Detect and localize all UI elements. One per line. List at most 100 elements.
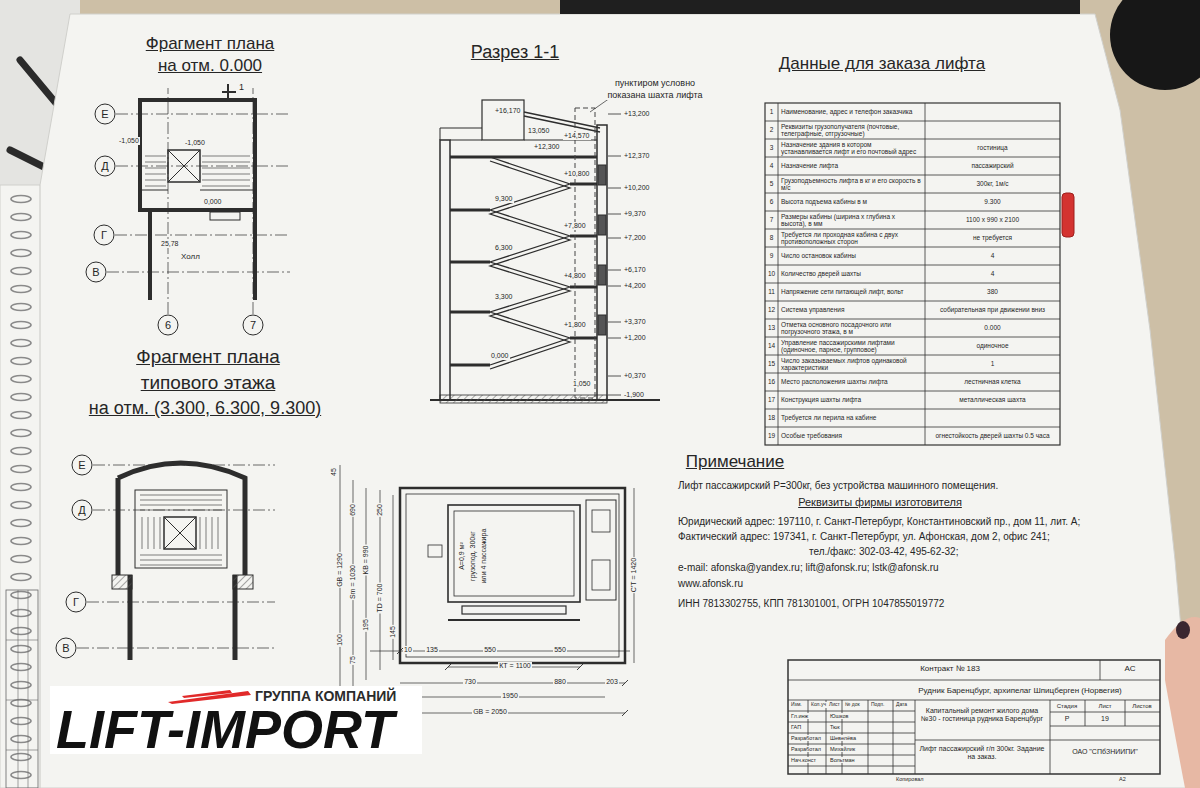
shaft-plan <box>592 510 610 532</box>
dimension-label: 690 <box>349 503 357 517</box>
axis-label: В <box>62 642 69 654</box>
elevation-mark: +7,800 <box>563 222 587 230</box>
order-table <box>765 103 1060 445</box>
plan-typical-floor <box>233 575 253 589</box>
dimension-label: 1950 <box>501 692 519 700</box>
axis-circle <box>158 315 178 335</box>
axis-circle <box>72 455 92 475</box>
logo-tagline: ГРУППА КОМПАНИЙ <box>255 688 422 704</box>
table-cell: 0.000 <box>927 320 1058 336</box>
title-block-text: Юшков <box>829 713 849 719</box>
note-text: пунктиром условно <box>614 78 696 88</box>
table-cell: 16 <box>766 374 777 390</box>
axis-circle <box>86 262 106 282</box>
section-drawing <box>575 108 595 398</box>
title-block-text: Шевелёва <box>829 735 857 741</box>
elevation-mark: +10,800 <box>563 170 591 178</box>
table-cell: 2 <box>766 122 777 138</box>
dimension-label: 45 <box>330 467 338 477</box>
table-cell: металлическая шахта <box>927 392 1058 408</box>
plan-ground-floor <box>150 210 255 300</box>
axis-label: Е <box>78 459 85 471</box>
axis-circle <box>56 638 76 658</box>
dimension-label: 250 <box>376 503 384 517</box>
table-cell: собирательная при движении вниз <box>927 302 1058 318</box>
elevation-mark: +12,370 <box>623 152 651 160</box>
desk-objects <box>1110 0 1200 90</box>
grid-axis-bubble: Г <box>93 224 115 246</box>
dimension-label: КТ = 1100 <box>498 662 531 670</box>
table-cell: 11 <box>766 284 777 300</box>
section-drawing <box>440 140 450 400</box>
plan-ground-floor <box>168 150 200 182</box>
title-block-text: Контракт № 183 <box>919 664 981 673</box>
axis-label: В <box>92 266 99 278</box>
elevation-mark: +4,200 <box>623 282 647 290</box>
shaft-plan <box>428 545 442 557</box>
grid-axis-bubble: Д <box>71 499 93 521</box>
table-cell: Число остановок кабины <box>780 248 923 264</box>
table-cell: огнестойкость дверей шахты 0.5 часа <box>927 428 1058 444</box>
section-drawing <box>597 125 607 400</box>
axis-circle <box>95 156 115 176</box>
desk-objects <box>560 0 1200 237</box>
cabin-area-note: или 4 пассажира <box>480 528 488 585</box>
paper-sheet <box>6 590 38 788</box>
axis-label: Г <box>73 596 79 608</box>
grid-axis-bubble: Д <box>94 155 116 177</box>
order-table <box>765 103 1060 445</box>
dimension-label: 75 <box>349 655 357 665</box>
dimension-label: 10 <box>403 646 413 654</box>
paper-sheet <box>0 14 1195 788</box>
paper-sheet <box>0 14 1195 788</box>
logo-swoosh <box>182 690 232 698</box>
axis-label: 6 <box>165 319 171 331</box>
level-mark: 0,000 <box>203 198 223 206</box>
plan-ground-floor <box>210 212 240 220</box>
level-mark: -1,050 <box>184 139 206 147</box>
table-cell: Наименование, адрес и телефон заказчика <box>780 104 923 120</box>
note-text: показана шахта лифта <box>606 90 703 100</box>
note-text: Лифт пассажирский Р=300кг, без устройств… <box>677 480 999 492</box>
shaft-plan <box>400 488 625 663</box>
company-logo: ГРУППА КОМПАНИЙLIFT-IMPORT <box>50 686 422 754</box>
title-block-text: А2 <box>1118 776 1127 782</box>
dimension-label: 195 <box>362 618 370 632</box>
dimension-label: 25,78 <box>160 240 180 248</box>
plan-ground-floor <box>107 88 290 314</box>
table-cell: Управление пассажирскими лифтами (одиноч… <box>780 338 923 354</box>
shaft-plan <box>340 465 634 716</box>
section-drawing <box>608 114 621 395</box>
table-cell: Количество дверей шахты <box>780 266 923 282</box>
section-drawing <box>598 265 606 285</box>
elevation-mark: +10,200 <box>623 184 651 192</box>
table-cell: Реквизиты грузополучателя (почтовые, тел… <box>780 122 923 138</box>
shaft-plan <box>340 465 634 705</box>
section-drawing <box>482 100 524 140</box>
cabin-area-note: грузопод. 300кг <box>469 530 477 582</box>
plan-heading: типового этажа <box>140 372 277 394</box>
table-cell: 9.300 <box>927 194 1058 210</box>
paper-sheet <box>8 190 34 788</box>
note-text: ИНН 7813302755, КПП 781301001, ОГРН 1047… <box>677 598 945 610</box>
shaft-plan <box>586 500 616 600</box>
section-cut-mark: 1 <box>238 82 245 92</box>
plan-heading: Фрагмент плана <box>135 346 281 368</box>
axis-label: Д <box>101 160 108 172</box>
desk-objects <box>1062 193 1074 237</box>
title-block-text: Стадия <box>1056 703 1078 710</box>
table-cell: лестничная клетка <box>927 374 1058 390</box>
axis-circle <box>72 500 92 520</box>
shaft-plan <box>448 505 580 602</box>
table-cell: 1 <box>766 104 777 120</box>
table-heading: Данные для заказа лифта <box>778 54 986 74</box>
hand <box>1165 617 1200 788</box>
plan-ground-floor <box>140 100 255 210</box>
table-cell: 1100 х 990 х 2100 <box>927 212 1058 228</box>
logo-wordmark: LIFT-IMPORT <box>56 704 394 754</box>
grid-axis-bubble: В <box>55 637 77 659</box>
title-block-text: Кол.уч <box>810 702 827 708</box>
table-cell: 4 <box>927 266 1058 282</box>
elevation-mark: 1,050 <box>572 380 592 388</box>
